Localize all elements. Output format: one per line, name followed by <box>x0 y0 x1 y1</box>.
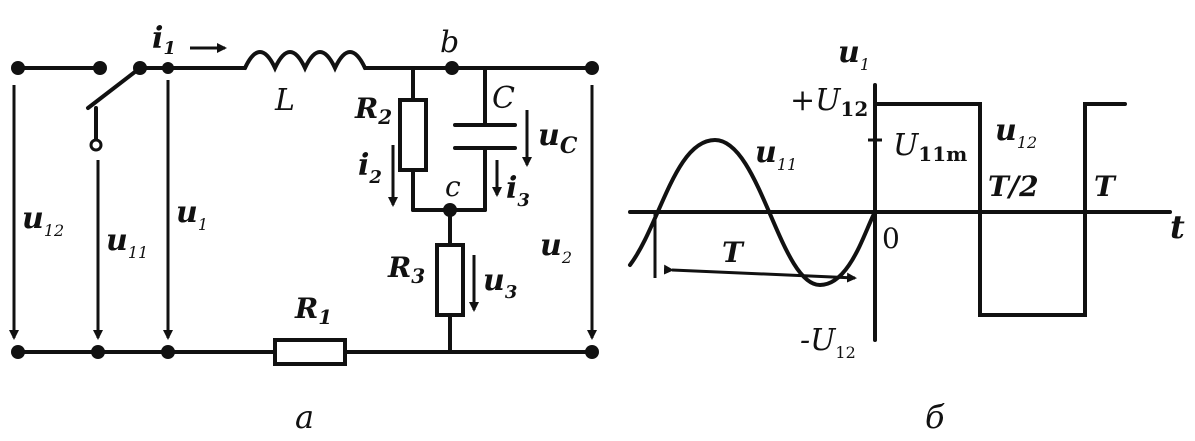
label-axis-u1: u1 <box>838 35 870 74</box>
label-minus-u12: -U12 <box>800 323 856 362</box>
node-bottom-u1 <box>161 345 175 359</box>
label-node-b: b <box>440 25 459 60</box>
label-u3: u3 <box>483 263 517 303</box>
label-uc: uC <box>538 118 578 159</box>
terminal-bottom-right <box>585 345 599 359</box>
label-i1: i1 <box>152 21 176 59</box>
terminal-top-right <box>585 61 599 75</box>
label-r3: R3 <box>387 251 425 288</box>
node-bottom-u11 <box>91 345 105 359</box>
label-u2: u2 <box>540 228 572 267</box>
label-plus-u12: +U12 <box>790 83 868 121</box>
label-c: C <box>492 81 515 116</box>
node-top-u1 <box>162 62 174 74</box>
node-switch-left <box>93 61 107 75</box>
period-arrow <box>663 264 857 283</box>
waveform-graph: u1 t +U12 U11m -U12 u11 u12 T/2 T T 0 б <box>628 35 1185 436</box>
label-i3: i3 <box>506 171 530 211</box>
label-origin: 0 <box>882 222 900 255</box>
caption-b: б <box>925 398 945 436</box>
label-period: T <box>1094 170 1117 203</box>
label-l: L <box>274 83 295 118</box>
resistor-r1 <box>273 338 347 366</box>
caption-a: а <box>295 398 314 436</box>
label-curve-u12: u12 <box>995 113 1037 152</box>
label-axis-t: t <box>1170 208 1185 246</box>
label-u11m: U11m <box>893 128 967 166</box>
resistor-r2 <box>398 98 428 172</box>
label-u12: u12 <box>22 201 64 240</box>
terminal-top-left <box>11 61 25 75</box>
resistor-r3 <box>435 243 465 317</box>
label-u1: u1 <box>176 195 208 234</box>
label-node-c: c <box>445 170 461 203</box>
inductor-l <box>243 50 367 73</box>
label-curve-u11: u11 <box>755 135 797 174</box>
label-r1: R1 <box>294 292 332 329</box>
square-wave-u12 <box>873 102 1127 317</box>
label-half-period: T/2 <box>988 170 1039 203</box>
label-r2: R2 <box>354 92 392 129</box>
terminal-bottom-left <box>11 345 25 359</box>
node-switch-right <box>133 61 147 75</box>
circuit-diagram: i1 L b c R2 C uC i2 i3 R3 u3 R1 u12 u11 … <box>9 21 599 436</box>
label-period-arrow: T <box>722 236 745 269</box>
switch-blade <box>86 66 142 110</box>
label-i2: i2 <box>358 148 382 188</box>
label-u11: u11 <box>106 223 148 262</box>
switch-contact <box>89 138 103 152</box>
node-b <box>445 61 459 75</box>
